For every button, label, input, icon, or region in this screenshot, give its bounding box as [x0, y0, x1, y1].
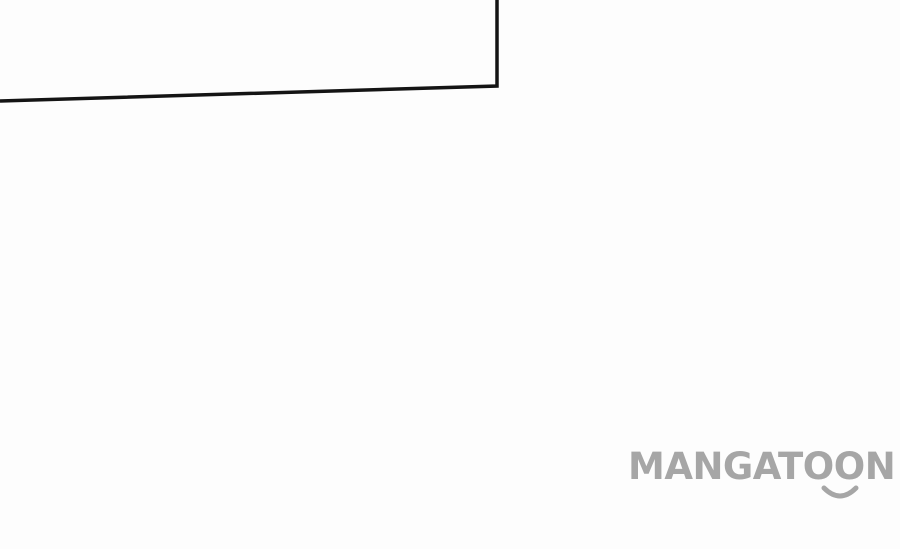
- mangatoon-watermark: MANGATOON: [628, 446, 900, 506]
- watermark-logo-text: MANGATOON: [628, 445, 896, 488]
- smile-icon: [821, 485, 859, 499]
- panel-border-line: [0, 0, 499, 103]
